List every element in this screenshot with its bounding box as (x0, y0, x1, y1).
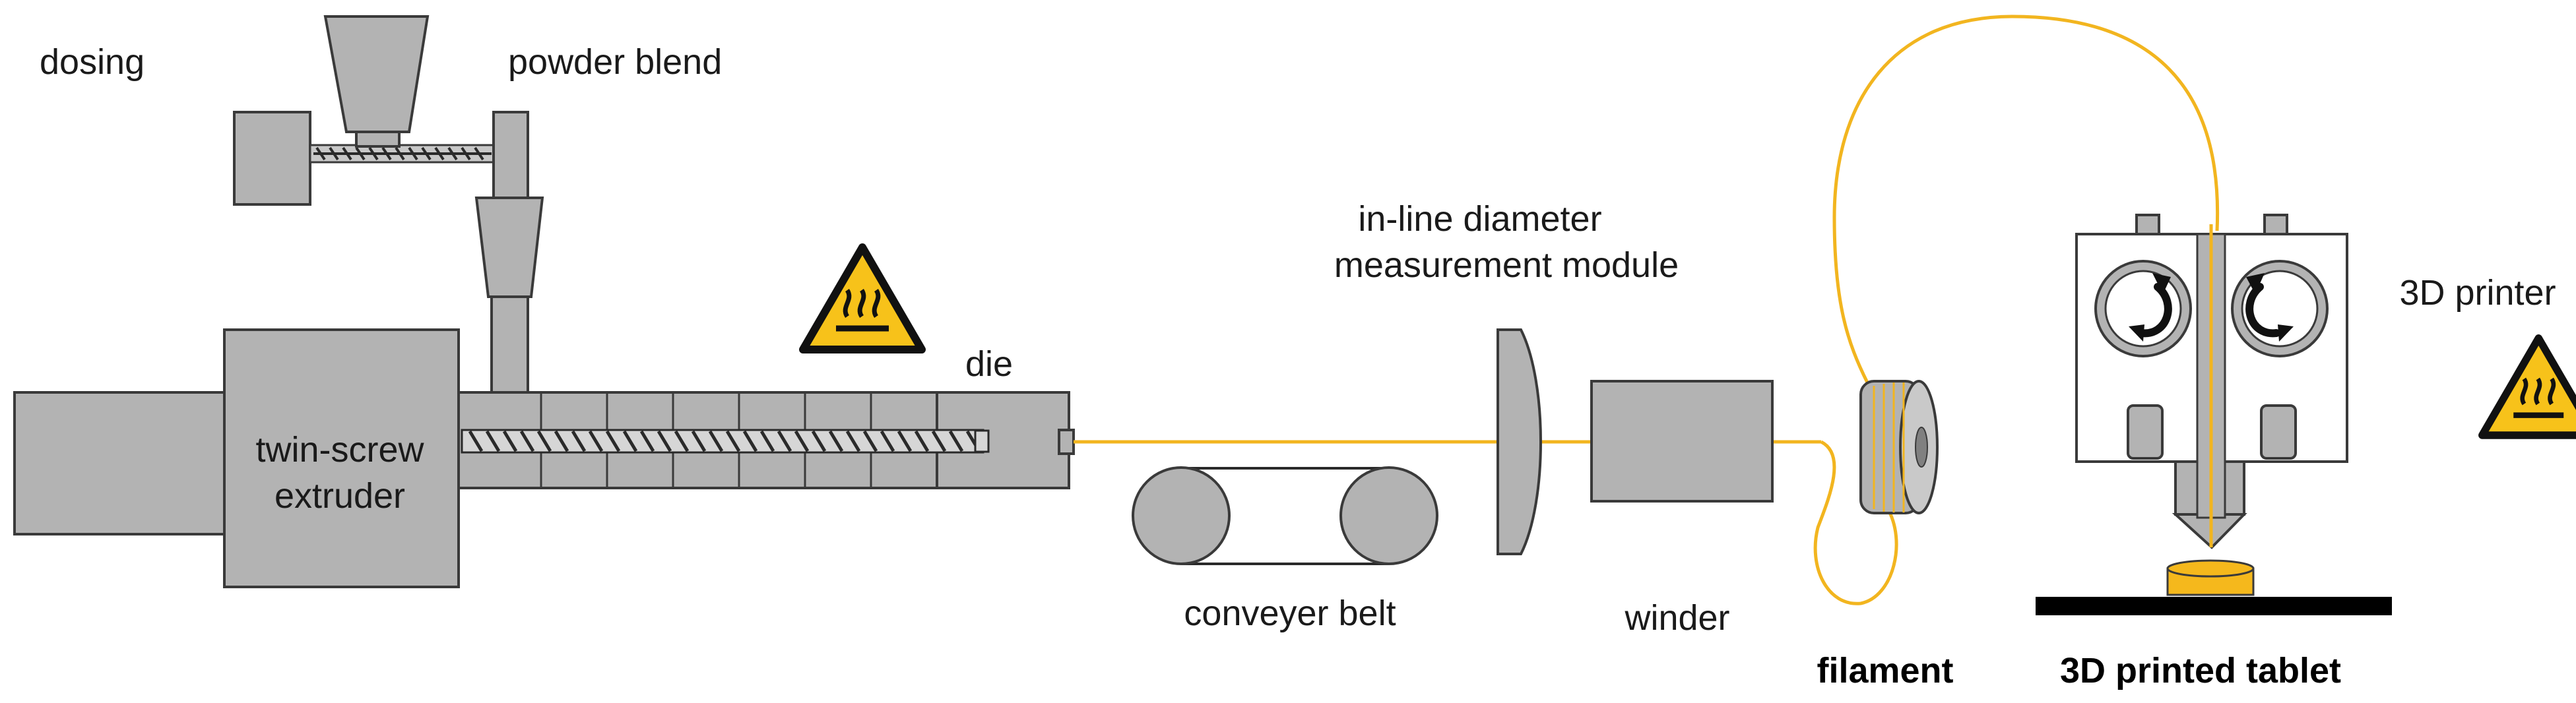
hot-surface-warning-icon (2478, 334, 2576, 439)
filament-spool (1859, 380, 1939, 514)
printer-clip-right (2263, 214, 2288, 236)
twin-screw-extruder (13, 328, 1075, 588)
label-measurement-line2: measurement module (1334, 245, 1679, 285)
feed-funnel (474, 197, 544, 298)
printed-tablet (2166, 559, 2255, 596)
filament-path (1074, 15, 2220, 605)
dosing-screw (313, 146, 492, 161)
feed-chute-lower (490, 295, 529, 394)
die-nozzle (1058, 429, 1075, 455)
conveyer-belt (1132, 466, 1438, 565)
label-filament: filament (1817, 651, 1953, 690)
label-conveyer-belt: conveyer belt (1184, 594, 1396, 633)
extruder-motor (13, 391, 227, 535)
printer-roller-left (2127, 404, 2164, 460)
belt-roller-left (1132, 466, 1231, 565)
rotation-arrow-head-left (2152, 273, 2171, 294)
label-dosing: dosing (40, 42, 145, 82)
powder-hopper (323, 15, 430, 133)
belt-roller-right (1339, 466, 1438, 565)
extruder-gearbox (223, 328, 460, 588)
rotation-arrow-head-right (2246, 273, 2265, 294)
label-measurement-line1: in-line diameter (1358, 199, 1601, 239)
label-winder: winder (1624, 598, 1729, 638)
hot-surface-warning-icon (799, 243, 926, 353)
twin-screw (461, 429, 990, 454)
label-3d-printed-tablet: 3D printed tablet (2060, 651, 2341, 690)
label-powder-blend: powder blend (508, 42, 722, 82)
dosing-unit (233, 15, 544, 394)
label-extruder: extruder (274, 476, 405, 516)
hopper-neck (355, 131, 401, 148)
label-die: die (965, 344, 1013, 384)
winder (1590, 380, 1774, 503)
feed-chute-upper (492, 111, 529, 199)
diameter-measurement-module (1497, 328, 1542, 555)
3d-printer-head (2075, 214, 2348, 549)
label-3d-printer: 3D printer (2399, 273, 2556, 313)
printer-clip-left (2135, 214, 2160, 236)
label-twin-screw: twin-screw (255, 430, 424, 470)
dosing-motor (233, 111, 311, 206)
printer-roller-right (2260, 404, 2297, 460)
print-bed (2036, 597, 2392, 615)
